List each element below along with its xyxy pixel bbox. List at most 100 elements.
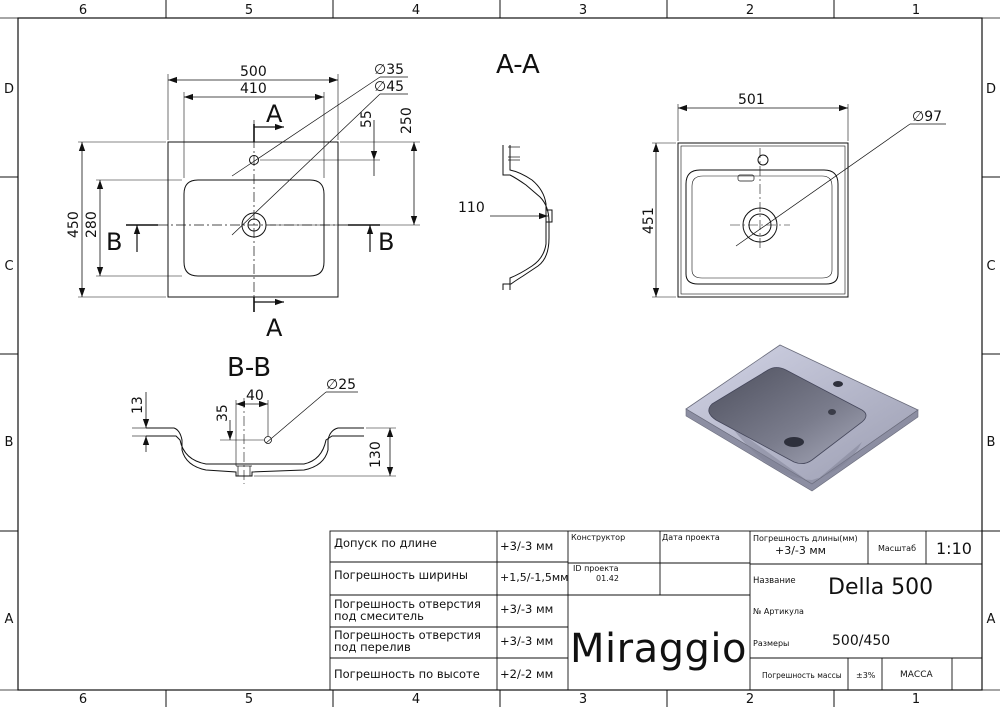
scale-value: 1:10 xyxy=(936,539,972,558)
sink-3d-overflow xyxy=(828,409,836,415)
dim-label-d45: ∅45 xyxy=(374,79,404,95)
project-id-label: ID проекта xyxy=(573,564,619,573)
col-label-top-2: 2 xyxy=(746,3,754,18)
tol-height-label: Погрешность по высоте xyxy=(334,667,480,681)
scale-label: Масштаб xyxy=(878,544,916,553)
right-view-bowl xyxy=(685,169,839,285)
section-bb-profile-outer xyxy=(146,427,364,477)
top-view-outline xyxy=(167,141,339,298)
dim-label-500: 500 xyxy=(240,64,267,80)
name-label: Название xyxy=(753,576,796,586)
col-label-bottom-4: 4 xyxy=(412,692,420,707)
section-bb-title: B-B xyxy=(227,353,271,383)
tol-overflow-hole-value: +3/-3 мм xyxy=(500,634,553,648)
date-label: Дата проекта xyxy=(662,533,720,542)
section-a-label-bottom: A xyxy=(266,314,283,342)
top-view-labels: 500 410 ∅35 ∅45 55 250 450 280 A A B B xyxy=(66,62,415,342)
mass-tol-value: ±3% xyxy=(856,671,876,680)
top-view-bowl xyxy=(183,179,325,277)
tol-length-value: +3/-3 мм xyxy=(500,539,553,553)
col-label-top-4: 4 xyxy=(412,3,420,18)
right-view-labels: 501 ∅97 451 xyxy=(641,92,942,234)
col-label-bottom-6: 6 xyxy=(79,692,87,707)
dim-label-250: 250 xyxy=(399,107,415,134)
section-bb-profile-inner xyxy=(146,435,364,465)
dim-label-55: 55 xyxy=(359,110,375,128)
top-view xyxy=(78,74,420,312)
section-bb-view xyxy=(132,391,396,484)
dim-label-450: 450 xyxy=(66,211,82,238)
sink-3d-bowl xyxy=(708,367,867,464)
dim-label-35: 35 xyxy=(215,404,231,422)
section-bb-labels: 13 40 35 ∅25 130 xyxy=(130,377,384,468)
dim-label-280: 280 xyxy=(84,211,100,238)
col-label-top-3: 3 xyxy=(579,3,587,18)
leader-d35 xyxy=(231,76,381,177)
tol-height-value: +2/-2 мм xyxy=(500,667,553,681)
dim-label-d25: ∅25 xyxy=(326,377,356,393)
col-label-bottom-1: 1 xyxy=(912,692,920,707)
designer-label: Конструктор xyxy=(571,533,625,542)
section-a-label-top: A xyxy=(266,100,283,128)
tol-width-label: Погрешность ширины xyxy=(334,568,468,582)
title-block-text: Допуск по длине +3/-3 мм Погрешность шир… xyxy=(334,533,972,681)
dim-label-13: 13 xyxy=(130,396,146,414)
row-label-right-a: A xyxy=(987,612,996,627)
tol-faucet-hole-value: +3/-3 мм xyxy=(500,602,553,616)
right-view xyxy=(652,104,946,298)
col-label-bottom-2: 2 xyxy=(746,692,754,707)
section-aa-profile-outer xyxy=(502,145,550,290)
dim-label-40: 40 xyxy=(246,388,264,404)
row-label-left-b: B xyxy=(5,435,14,450)
right-view-outline xyxy=(677,142,849,298)
product-name: Della 500 xyxy=(828,575,933,600)
dim-label-501: 501 xyxy=(738,92,765,108)
row-label-right-d: D xyxy=(986,82,996,97)
row-label-left-d: D xyxy=(4,82,14,97)
col-label-bottom-5: 5 xyxy=(245,692,253,707)
mass-label: МАССА xyxy=(900,670,933,680)
size-label: Размеры xyxy=(753,639,789,648)
dim-label-130: 130 xyxy=(368,441,384,468)
section-aa-title: A-A xyxy=(496,50,540,80)
section-b-label-left: B xyxy=(106,228,122,256)
dim-label-110: 110 xyxy=(458,200,485,216)
section-aa-view xyxy=(490,145,553,290)
mass-tol-label: Погрешность массы xyxy=(762,671,842,680)
leader-d25 xyxy=(265,391,327,444)
col-label-bottom-3: 3 xyxy=(579,692,587,707)
article-label: № Артикула xyxy=(753,607,804,616)
length-tol-value: +3/-3 мм xyxy=(775,544,826,557)
leader-d97 xyxy=(735,123,911,247)
sink-3d-faucet-hole xyxy=(833,381,843,387)
project-id-value: 01.42 xyxy=(596,574,619,583)
dim-label-d35: ∅35 xyxy=(374,62,404,78)
row-label-left-a: A xyxy=(5,612,14,627)
brand-logo-text: Miraggio xyxy=(570,626,747,672)
frame-labels: 6 5 4 3 2 1 6 5 4 3 2 1 D C B A D C B A xyxy=(4,3,996,707)
dim-label-410: 410 xyxy=(240,81,267,97)
dim-label-451: 451 xyxy=(641,207,657,234)
col-label-top-1: 1 xyxy=(912,3,920,18)
section-aa-profile-inner xyxy=(509,145,547,290)
length-tol-label: Погрешность длины(мм) xyxy=(753,534,858,543)
right-view-faucet-hole xyxy=(757,154,769,166)
leader-d45 xyxy=(231,93,381,236)
col-label-top-5: 5 xyxy=(245,3,253,18)
row-label-right-b: B xyxy=(987,435,996,450)
sink-3d-drain xyxy=(784,437,804,447)
row-label-left-c: C xyxy=(4,259,13,274)
col-label-top-6: 6 xyxy=(79,3,87,18)
title-block xyxy=(329,530,983,691)
section-b-label-right: B xyxy=(378,228,394,256)
tol-width-value: +1,5/-1,5мм xyxy=(500,571,568,584)
dim-label-d97: ∅97 xyxy=(912,109,942,125)
size-value: 500/450 xyxy=(832,633,890,649)
tol-length-label: Допуск по длине xyxy=(334,536,437,550)
row-label-right-c: C xyxy=(986,259,995,274)
sink-3d-render xyxy=(685,344,919,492)
